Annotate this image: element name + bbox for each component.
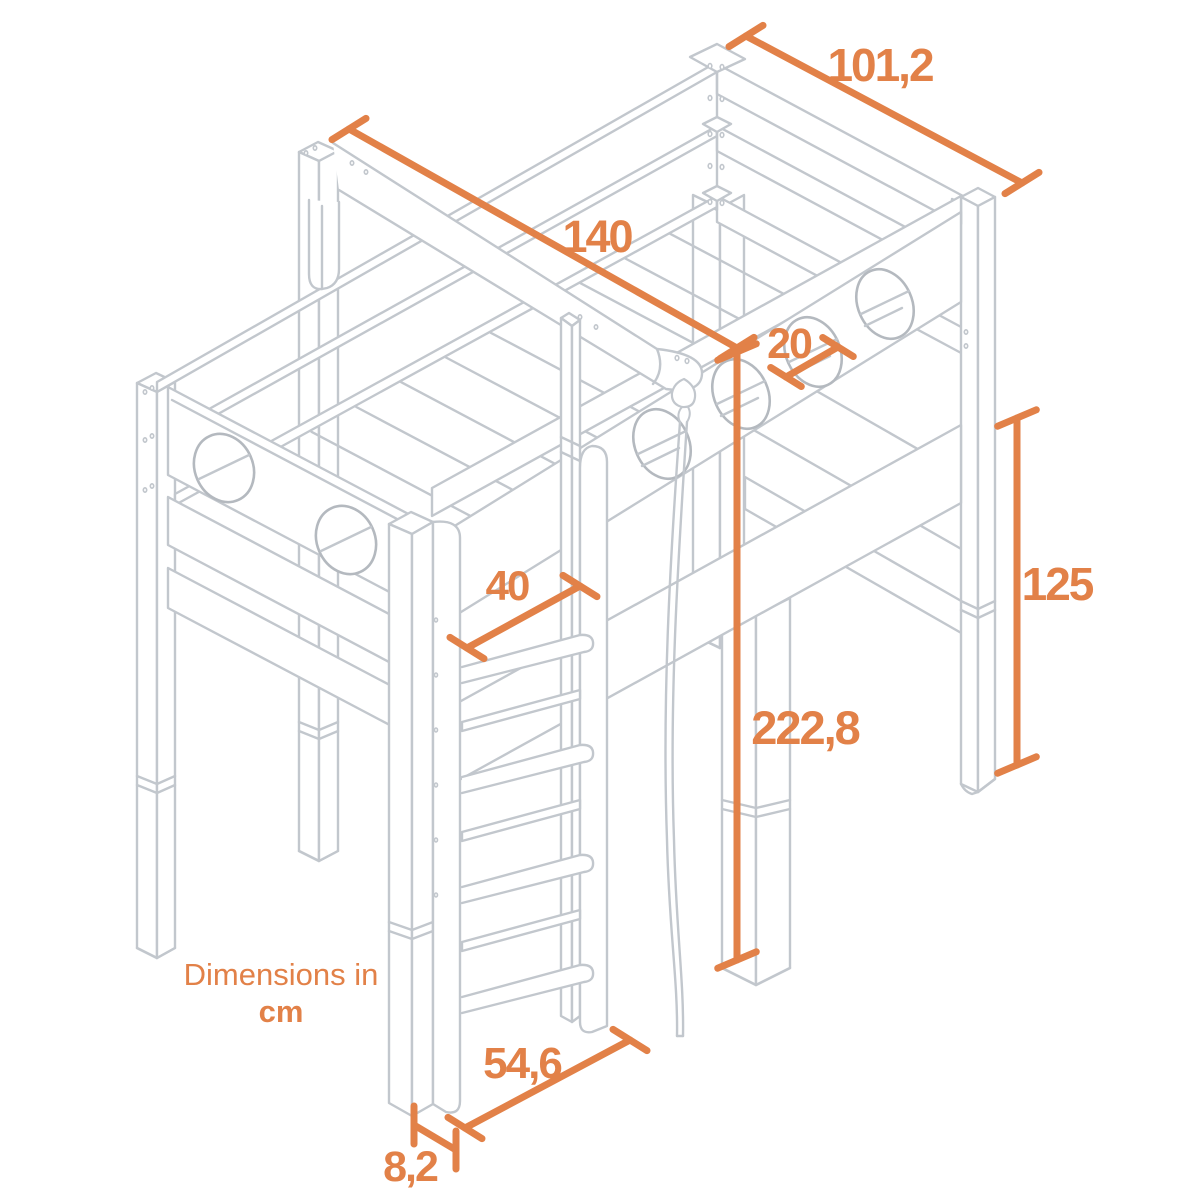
svg-text:140: 140 xyxy=(562,211,632,262)
svg-text:54,6: 54,6 xyxy=(483,1039,561,1088)
svg-text:Dimensions in: Dimensions in xyxy=(184,957,379,992)
svg-text:222,8: 222,8 xyxy=(751,701,859,754)
svg-text:125: 125 xyxy=(1022,558,1094,610)
svg-text:40: 40 xyxy=(486,562,529,609)
svg-text:8,2: 8,2 xyxy=(383,1143,438,1191)
svg-text:cm: cm xyxy=(259,994,304,1029)
svg-text:101,2: 101,2 xyxy=(827,39,933,91)
svg-text:20: 20 xyxy=(767,320,812,368)
